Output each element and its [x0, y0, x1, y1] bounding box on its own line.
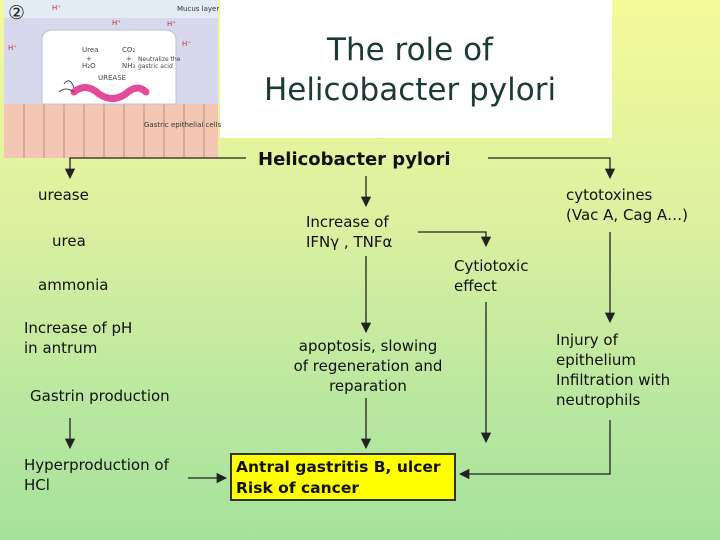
illustration-mucus-label: Mucus layer	[177, 5, 220, 13]
illustration-proton-5: H⁺	[182, 40, 191, 48]
slide-title: The role of Helicobacter pylori	[230, 30, 590, 111]
node-toxins-line-2: (Vac A, Cag A…)	[566, 205, 689, 224]
node-hyperproduction: Hyperproduction of HCl	[24, 456, 169, 496]
node-cytotoxic-effect: Cytiotoxic effect	[454, 257, 528, 297]
illustration-proton-2: H⁺	[112, 19, 121, 27]
node-injury-line-1: Injury of	[556, 331, 618, 349]
result-box: Antral gastritis B, ulcer Risk of cancer	[230, 453, 456, 501]
result-line-1: Antral gastritis B, ulcer	[236, 458, 441, 476]
node-urea: urea	[52, 232, 86, 250]
node-injury-line-4: neutrophils	[556, 390, 641, 409]
node-hyper-line-2: HCl	[24, 475, 50, 494]
illustration-urease-label: UREASE	[98, 74, 127, 82]
injury-to-result-connector	[458, 420, 611, 480]
node-apop-line-1: apoptosis, slowing	[298, 337, 438, 355]
illustration-proton-1: H⁺	[52, 4, 61, 12]
node-urease: urease	[38, 186, 89, 204]
node-apop-line-3: reparation	[329, 376, 407, 395]
ifn-to-cytotoxic-connector	[418, 231, 492, 248]
node-injury-line-3: Infiltration with	[556, 370, 671, 389]
illustration-urea-label: Urea	[82, 46, 99, 54]
illustration-neutralize-label: Neutralize the gastric acid	[138, 56, 181, 71]
node-ifn-line-1: Increase of	[306, 213, 389, 231]
stomach-illustration	[4, 0, 218, 158]
node-cytotoxines: cytotoxines (Vac A, Cag A…)	[566, 186, 688, 226]
slide-title-line-1: The role of	[327, 32, 493, 68]
root-connector-left	[64, 157, 246, 180]
node-ph-line-2: in antrum	[24, 338, 98, 357]
node-ammonia: ammonia	[38, 276, 109, 294]
illustration-proton-4: H⁺	[8, 44, 17, 52]
illustration-nh3-label: NH₃	[122, 62, 136, 70]
node-ifn: Increase of IFNγ , TNFα	[306, 213, 392, 253]
node-cyto-line-1: Cytiotoxic	[454, 257, 529, 275]
illustration-proton-3: H⁺	[167, 20, 176, 28]
root-node: Helicobacter pylori	[258, 149, 451, 170]
illustration-marker: ②	[8, 2, 26, 24]
illustration-h2o-label: H₂O	[82, 62, 96, 70]
root-connector-right	[488, 157, 616, 180]
node-hyper-line-1: Hyperproduction of	[24, 456, 169, 474]
illustration-plus-1: +	[86, 55, 92, 63]
illustration-gastric-cells-label: Gastric epithelial cells	[144, 121, 222, 129]
result-line-2: Risk of cancer	[236, 478, 359, 497]
slide-title-line-2: Helicobacter pylori	[263, 72, 557, 109]
illustration-co2-label: CO₂	[122, 46, 136, 54]
node-ifn-line-2: IFNγ , TNFα	[306, 232, 393, 251]
node-toxins-line-1: cytotoxines	[566, 186, 653, 204]
node-injury: Injury of epithelium Infiltration with n…	[556, 331, 670, 411]
node-cyto-line-2: effect	[454, 276, 497, 295]
node-injury-line-2: epithelium	[556, 350, 636, 369]
node-apop-line-2: of regeneration and	[293, 356, 443, 375]
node-apoptosis: apoptosis, slowing of regeneration and r…	[270, 337, 466, 397]
illustration-plus-2: +	[126, 55, 132, 63]
title-panel	[220, 0, 612, 138]
node-ph-increase: Increase of pH in antrum	[24, 319, 132, 359]
node-gastrin: Gastrin production	[30, 387, 170, 405]
node-ph-line-1: Increase of pH	[24, 319, 133, 337]
